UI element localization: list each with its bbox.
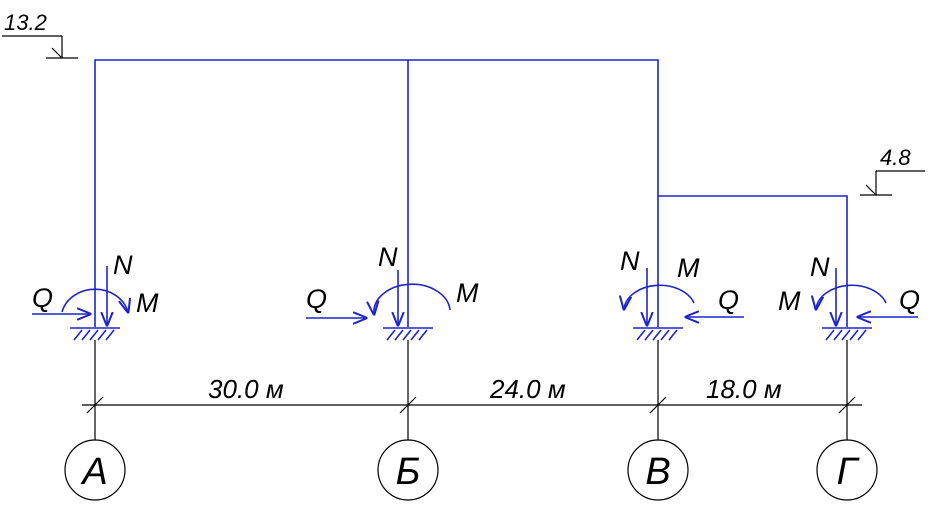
- support-b: [383, 327, 433, 341]
- axis-b: Б: [377, 439, 439, 501]
- axis-v: В: [627, 439, 689, 501]
- axis-v-label: В: [645, 451, 670, 493]
- axis-a: А: [64, 439, 126, 501]
- label-m-g: M: [778, 286, 801, 316]
- label-n-g: N: [810, 252, 830, 282]
- arrow-m-b: [374, 283, 451, 314]
- support-g: [822, 327, 872, 341]
- axis-b-label: Б: [396, 451, 421, 493]
- frame: [94, 59, 848, 327]
- label-m-v: M: [677, 253, 700, 283]
- level-mark-top: 13.2: [2, 10, 78, 59]
- support-a: [70, 327, 120, 341]
- dimension-chain: 30.0 м 24.0 м 18.0 м: [82, 340, 862, 440]
- arrow-m-v: [624, 284, 695, 309]
- arrow-m-g: [816, 284, 887, 309]
- label-q-g: Q: [899, 285, 920, 315]
- label-m-b: M: [456, 278, 479, 308]
- reactions-a: N Q M: [32, 250, 159, 325]
- level-top-label: 13.2: [4, 10, 47, 35]
- axis-g-label: Г: [837, 451, 861, 493]
- label-n-v: N: [620, 246, 640, 276]
- reactions-v: N Q M: [620, 246, 744, 325]
- label-q-a: Q: [32, 283, 53, 313]
- label-n-a: N: [113, 250, 133, 280]
- dimension-bv: 24.0 м: [489, 374, 566, 404]
- arrow-m-a: [61, 288, 128, 312]
- label-q-b: Q: [306, 284, 327, 314]
- label-q-v: Q: [718, 285, 739, 315]
- axis-g: Г: [816, 439, 878, 501]
- reactions-b: N Q M: [306, 242, 479, 325]
- dimension-ab: 30.0 м: [208, 374, 284, 404]
- reactions-g: N Q M: [778, 252, 920, 325]
- level-mid-label: 4.8: [880, 145, 911, 170]
- level-mark-mid: 4.8: [860, 145, 925, 196]
- support-v: [633, 327, 683, 341]
- dimension-vg: 18.0 м: [706, 374, 782, 404]
- label-n-b: N: [378, 242, 398, 272]
- axis-a-label: А: [80, 451, 107, 493]
- label-m-a: M: [136, 288, 159, 318]
